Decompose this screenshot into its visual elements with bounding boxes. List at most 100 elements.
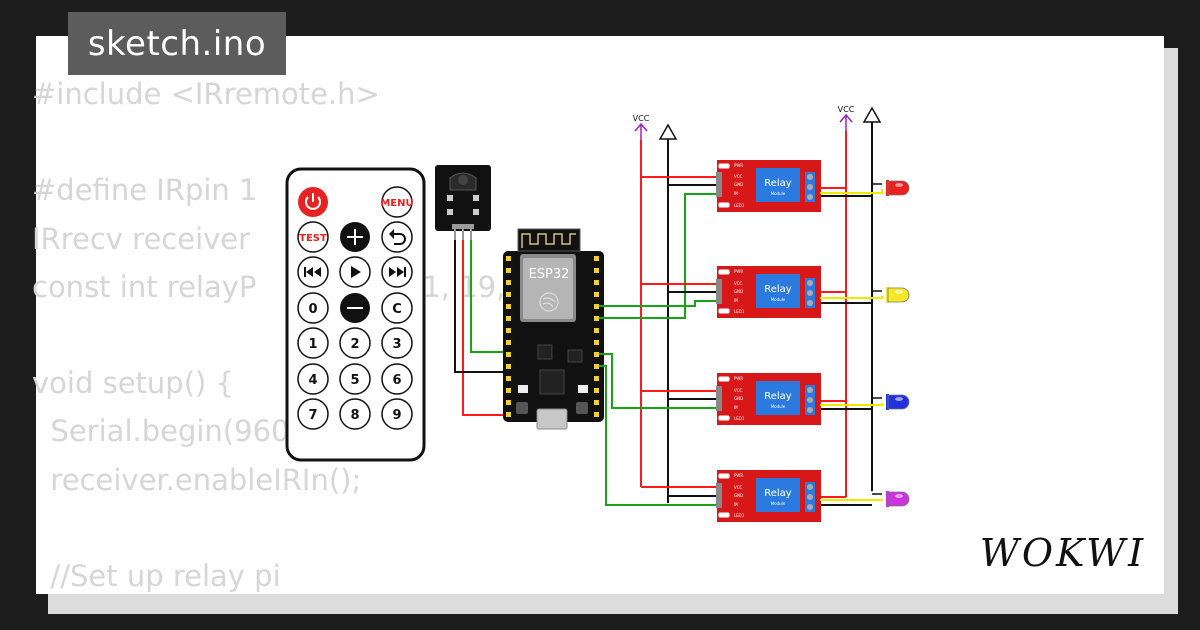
key-0[interactable]: 0 bbox=[297, 292, 329, 324]
code-line-4: IRrecv receiver bbox=[32, 221, 251, 256]
rewind-icon bbox=[304, 267, 321, 277]
relay-1-led-label: LED1 bbox=[734, 203, 745, 208]
fast-forward-icon bbox=[389, 267, 406, 277]
relay-1-pwr-label: PWR bbox=[734, 163, 743, 168]
gnd-symbol-1 bbox=[658, 123, 678, 140]
key-2[interactable]: 2 bbox=[339, 327, 371, 359]
relay-2-in-label: IN bbox=[734, 298, 738, 303]
key-6[interactable]: 6 bbox=[381, 363, 413, 395]
led-wires bbox=[820, 189, 883, 501]
gnd-symbol-2 bbox=[862, 106, 882, 123]
receiver-wires bbox=[454, 240, 512, 416]
esp32-label: ESP32 bbox=[529, 267, 570, 282]
led-3[interactable] bbox=[886, 394, 910, 410]
play-icon bbox=[351, 266, 361, 278]
wokwi-logo-text: WOKWI bbox=[980, 531, 1146, 575]
vcc-symbol-2: VCC bbox=[838, 105, 855, 131]
relay-4-in-label: IN bbox=[734, 502, 738, 507]
relay-1-vcc-label: VCC bbox=[734, 174, 743, 179]
relay-wiring bbox=[599, 176, 872, 506]
led-layer bbox=[886, 180, 910, 507]
key-3[interactable]: 3 bbox=[381, 327, 413, 359]
relay-4-pwr-label: PWR bbox=[734, 473, 743, 478]
relay-4-title: Relay bbox=[764, 488, 792, 499]
code-line-9: receiver.enableIRIn(); bbox=[32, 462, 362, 497]
relay-module-2[interactable]: Relay Module PWR VCC GND IN LED1 bbox=[716, 266, 821, 318]
esp32-board[interactable]: ESP32 bbox=[503, 228, 604, 430]
key-4[interactable]: 4 bbox=[297, 363, 329, 395]
relay-2-pwr-label: PWR bbox=[734, 269, 743, 274]
play-button[interactable] bbox=[339, 256, 371, 288]
relay-3-gnd-label: GND bbox=[734, 396, 743, 401]
vcc-label-1: VCC bbox=[633, 114, 650, 123]
key-c-label: C bbox=[392, 302, 402, 317]
plus-button[interactable] bbox=[340, 222, 370, 252]
menu-button[interactable]: MENU bbox=[380, 186, 414, 218]
relay-3-in-label: IN bbox=[734, 405, 738, 410]
test-button-label: TEST bbox=[299, 233, 327, 244]
key-7[interactable]: 7 bbox=[297, 398, 329, 430]
file-title: sketch.ino bbox=[68, 12, 286, 75]
plus-icon bbox=[347, 229, 363, 245]
relay-4-subtitle: Module bbox=[771, 501, 786, 506]
key-8-label: 8 bbox=[350, 408, 359, 423]
ir-receiver[interactable] bbox=[435, 165, 491, 240]
relay-3-subtitle: Module bbox=[771, 404, 786, 409]
test-button[interactable]: TEST bbox=[297, 221, 329, 253]
key-6-label: 6 bbox=[392, 373, 401, 388]
relay-module-4[interactable]: Relay Module PWR VCC GND IN LED1 bbox=[716, 470, 821, 522]
relay-1-title: Relay bbox=[764, 178, 792, 189]
key-7-label: 7 bbox=[308, 408, 317, 423]
code-line-7: void setup() { bbox=[32, 366, 234, 401]
relay-2-vcc-label: VCC bbox=[734, 281, 743, 286]
key-0-label: 0 bbox=[308, 302, 317, 317]
key-1[interactable]: 1 bbox=[297, 327, 329, 359]
power-button[interactable] bbox=[298, 187, 328, 217]
leds bbox=[872, 183, 882, 495]
relay-3-led-label: LED1 bbox=[734, 416, 745, 421]
relay-module-1[interactable]: Relay Module PWR VCC GND IN LED1 bbox=[716, 160, 821, 212]
ir-remote[interactable]: MENU TEST bbox=[285, 167, 426, 462]
code-line-1: #include <IRremote.h> bbox=[32, 77, 380, 111]
minus-button[interactable] bbox=[340, 293, 370, 323]
key-4-label: 4 bbox=[308, 373, 317, 388]
back-icon bbox=[389, 229, 406, 245]
led-2[interactable] bbox=[886, 287, 910, 303]
key-3-label: 3 bbox=[392, 337, 401, 352]
key-9[interactable]: 9 bbox=[381, 398, 413, 430]
power-icon bbox=[305, 193, 321, 210]
code-line-3: #define IRpin 1 bbox=[32, 173, 258, 208]
relay-2-led-label: LED1 bbox=[734, 309, 745, 314]
relay-2-title: Relay bbox=[764, 284, 792, 295]
relay-module-3[interactable]: Relay Module PWR VCC GND IN LED1 bbox=[716, 373, 821, 425]
relay-4-gnd-label: GND bbox=[734, 493, 743, 498]
menu-button-label: MENU bbox=[380, 198, 413, 209]
relay-1-subtitle: Module bbox=[771, 191, 786, 196]
prev-button[interactable] bbox=[297, 256, 329, 288]
relay-3-pwr-label: PWR bbox=[734, 376, 743, 381]
key-2-label: 2 bbox=[350, 337, 359, 352]
code-line-8: Serial.begin(9600); bbox=[32, 414, 330, 449]
code-background: #include <IRremote.h> #define IRpin 1 IRre… bbox=[32, 70, 589, 600]
relay-2-subtitle: Module bbox=[771, 297, 786, 302]
key-1-label: 1 bbox=[308, 337, 317, 352]
vcc-symbol-1: VCC bbox=[633, 114, 650, 140]
relay-4-vcc-label: VCC bbox=[734, 485, 743, 490]
key-c[interactable]: C bbox=[381, 292, 413, 324]
led-4[interactable] bbox=[886, 491, 910, 507]
key-8[interactable]: 8 bbox=[339, 398, 371, 430]
led-1[interactable] bbox=[886, 180, 910, 196]
key-9-label: 9 bbox=[392, 408, 401, 423]
espressif-logo-icon bbox=[539, 292, 559, 312]
relay-3-title: Relay bbox=[764, 391, 792, 402]
relay-4-led-label: LED1 bbox=[734, 513, 745, 518]
next-button[interactable] bbox=[381, 256, 413, 288]
vcc-label-2: VCC bbox=[838, 105, 855, 114]
back-button[interactable] bbox=[381, 221, 413, 253]
code-line-11: //Set up relay pi bbox=[32, 558, 281, 593]
relay-1-gnd-label: GND bbox=[734, 182, 743, 187]
relay-1-in-label: IN bbox=[734, 191, 738, 196]
key-5[interactable]: 5 bbox=[339, 363, 371, 395]
relay-2-gnd-label: GND bbox=[734, 289, 743, 294]
